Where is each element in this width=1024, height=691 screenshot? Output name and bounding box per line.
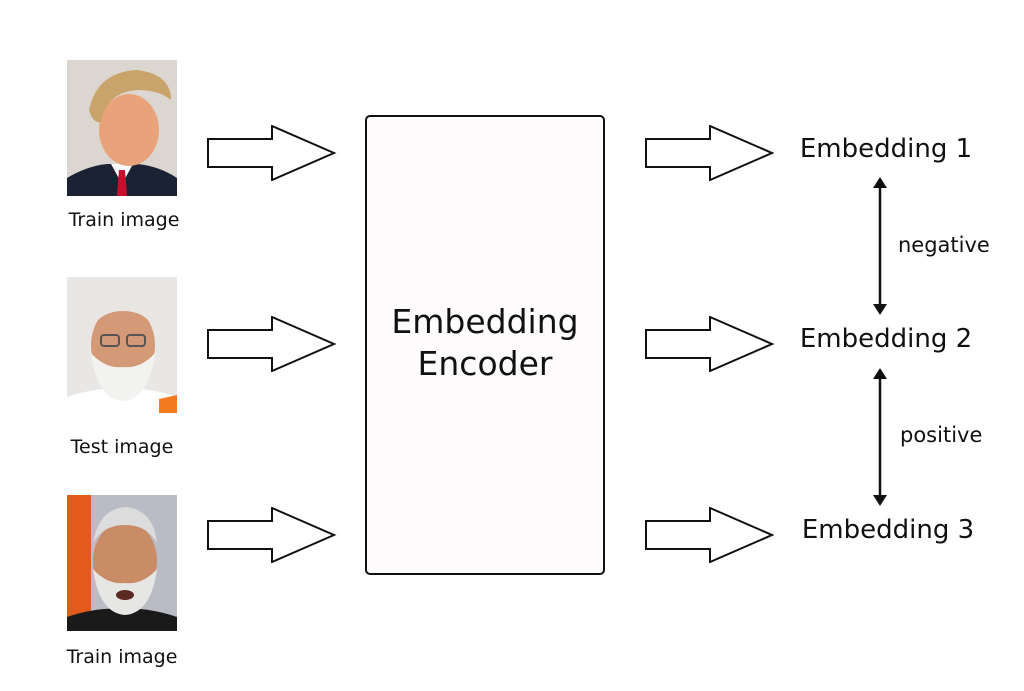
beard-shape [91,353,155,401]
right-arrow-icon [207,125,337,181]
right-arrow-icon [645,125,775,181]
right-arrow-icon [645,316,775,372]
input-label-1: Train image [68,209,180,231]
double-arrow-icon [873,368,887,506]
relation-label-positive: positive [900,423,983,447]
scarf-shape [159,395,177,413]
right-arrow-icon [207,316,337,372]
relation-label-negative: negative [898,233,990,257]
double-arrow-icon [873,177,887,315]
embedding-encoder-box: Embedding Encoder [365,115,605,575]
flag-shape [67,495,91,631]
input-arrow-3 [207,507,337,563]
output-arrow-1 [645,125,775,181]
input-photo-3 [67,495,177,631]
positive-double-arrow [870,367,890,507]
input-arrow-2 [207,316,337,372]
right-arrow-icon [207,507,337,563]
output-arrow-2 [645,316,775,372]
embedding-label-1: Embedding 1 [799,134,973,164]
encoder-title-line-1: Embedding [391,302,579,341]
suit-shape [67,608,177,631]
face-portrait-icon [67,495,177,631]
embedding-label-3: Embedding 3 [801,515,975,545]
output-arrow-3 [645,507,775,563]
input-label-2: Test image [70,436,174,458]
face-portrait-icon [67,277,177,413]
face-portrait-icon [67,60,177,196]
input-photo-2 [67,277,177,413]
hair-shape [93,507,157,543]
input-arrow-1 [207,125,337,181]
encoder-title-line-2: Encoder [417,344,553,383]
hair-shape [91,293,155,329]
encoder-title: Embedding Encoder [367,301,603,385]
input-photo-1 [67,60,177,196]
tie-shape [117,170,127,196]
negative-double-arrow [870,176,890,316]
right-arrow-icon [645,507,775,563]
embedding-label-2: Embedding 2 [799,324,973,354]
input-label-3: Train image [66,646,178,668]
hair-shape [89,70,171,123]
